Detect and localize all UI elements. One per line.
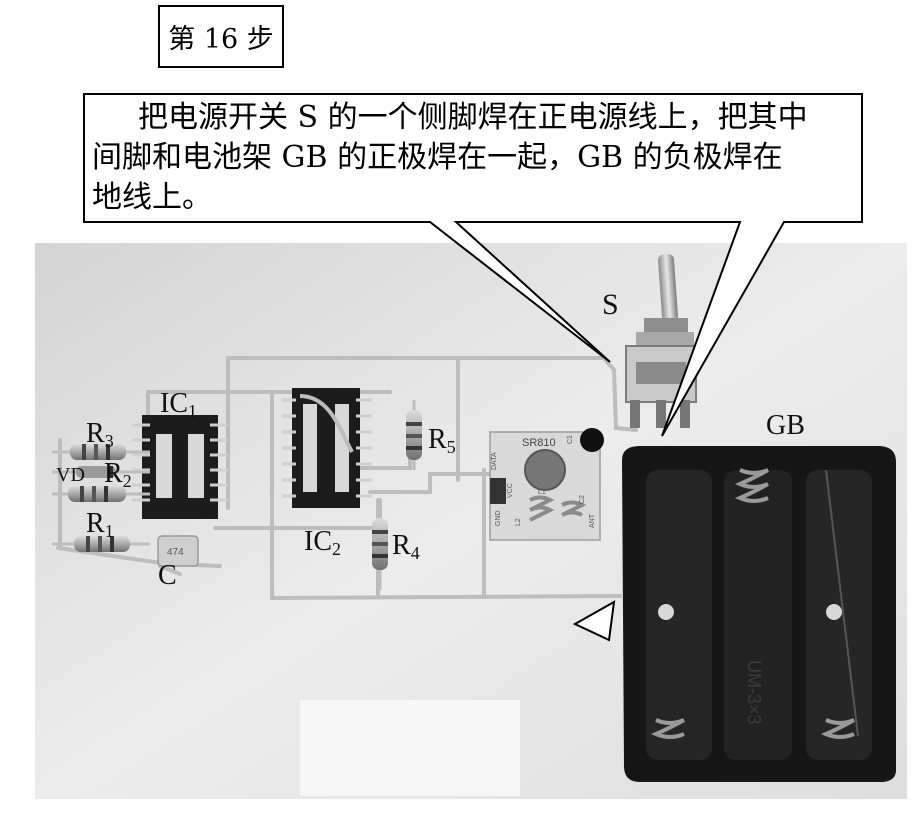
module-name: SR810	[522, 437, 556, 449]
label-vd: VD	[56, 464, 85, 486]
instruction-callout	[83, 93, 863, 437]
label-gb: GB	[766, 410, 805, 441]
ic1-socket	[132, 415, 228, 519]
coil-l1: L1	[538, 489, 546, 496]
coil-l2: L2	[515, 518, 522, 526]
ic2-socket	[282, 388, 372, 508]
diode-vd	[52, 466, 150, 478]
photo-glare	[300, 700, 520, 796]
label-r3: R3	[86, 418, 114, 451]
pin-data: DATA	[491, 452, 498, 470]
instruction-line-1: 把电源开关 S 的一个侧脚焊在正电源线上，把其中	[138, 100, 808, 135]
cap-c1: C1	[567, 435, 574, 444]
battery-molding: UM-3×3	[744, 660, 764, 725]
step-label-box: 第 16 步	[158, 5, 284, 68]
resistor-r3	[52, 444, 150, 460]
label-r5: R5	[428, 424, 456, 457]
resistor-r2	[52, 486, 150, 502]
pin-gnd: GND	[495, 510, 502, 526]
resistor-r1	[52, 536, 150, 552]
step-label: 第 16 步	[168, 24, 274, 55]
cap-c2: C2	[579, 495, 586, 504]
ground-arrow-marker	[572, 600, 616, 642]
capacitor-c: 474	[157, 535, 199, 567]
rf-module: SR810 DATA VCC GND ANT L2 C2 C1 L1	[489, 428, 604, 541]
pin-ant: ANT	[589, 513, 596, 528]
label-ic1: IC1	[160, 388, 197, 421]
label-r2: R2	[104, 458, 132, 491]
label-ic2: IC2	[304, 526, 341, 559]
resistor-r4	[372, 500, 388, 590]
instruction-line-2: 间脚和电池架 GB 的正极焊在一起，GB 的负极焊在	[92, 140, 783, 175]
instruction-line-3: 地线上。	[92, 180, 212, 215]
label-c: C	[158, 560, 177, 591]
resistor-r5	[406, 400, 422, 470]
capacitor-code: 474	[167, 547, 184, 558]
label-r1: R1	[86, 508, 114, 541]
label-r4: R4	[392, 530, 420, 563]
label-s: S	[602, 288, 619, 321]
instruction-text: 把电源开关 S 的一个侧脚焊在正电源线上，把其中 间脚和电池架 GB 的正极焊在…	[84, 98, 862, 218]
pin-vcc: VCC	[507, 483, 514, 498]
battery-holder-gb: UM-3×3	[622, 446, 896, 782]
